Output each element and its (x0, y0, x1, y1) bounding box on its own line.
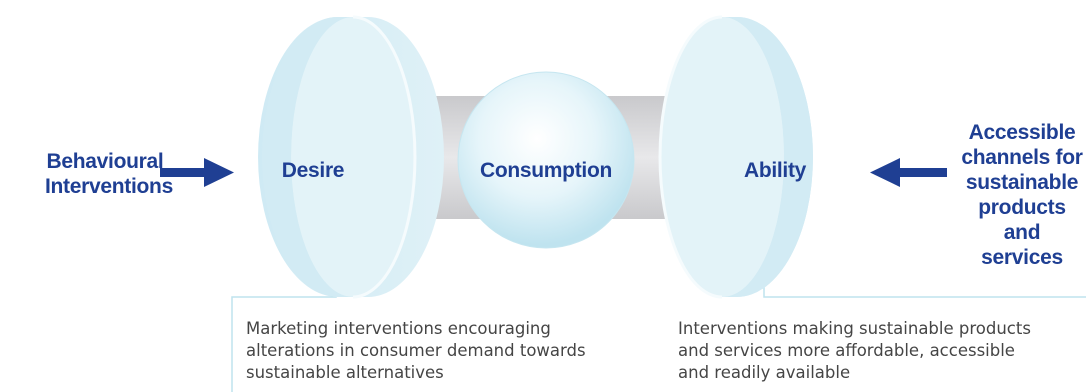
ability-label: Ability (743, 159, 807, 182)
desire-hemisphere (258, 15, 444, 299)
description-line: and readily available (678, 363, 851, 382)
label-line: services (981, 246, 1063, 269)
desire-label: Desire (281, 159, 345, 182)
label-line: channels for (961, 146, 1083, 169)
label-line: Interventions (45, 175, 173, 198)
right-arrow-icon (870, 158, 947, 187)
accessible-channels-label: Accessible channels for sustainable prod… (958, 120, 1086, 270)
label-line: Behavioural (46, 150, 164, 173)
label-line: sustainable (965, 171, 1079, 194)
label-line: products and (978, 196, 1066, 244)
description-line: Marketing interventions encouraging (246, 319, 551, 338)
description-line: and services more affordable, accessible (678, 341, 1015, 360)
description-line: Interventions making sustainable product… (678, 319, 1031, 338)
right-description: Interventions making sustainable product… (678, 318, 1086, 384)
right-leader-line (763, 282, 1086, 298)
label-line: Accessible (968, 121, 1076, 144)
ability-hemisphere (658, 15, 813, 299)
left-arrow-icon (160, 158, 234, 187)
consumption-sphere (458, 72, 634, 248)
description-line: alterations in consumer demand towards (246, 341, 586, 360)
description-line: sustainable alternatives (246, 363, 444, 382)
left-description: Marketing interventions encouraging alte… (246, 318, 666, 384)
behavioural-interventions-label: Behavioural Interventions (45, 149, 173, 199)
consumption-label: Consumption (479, 159, 612, 182)
